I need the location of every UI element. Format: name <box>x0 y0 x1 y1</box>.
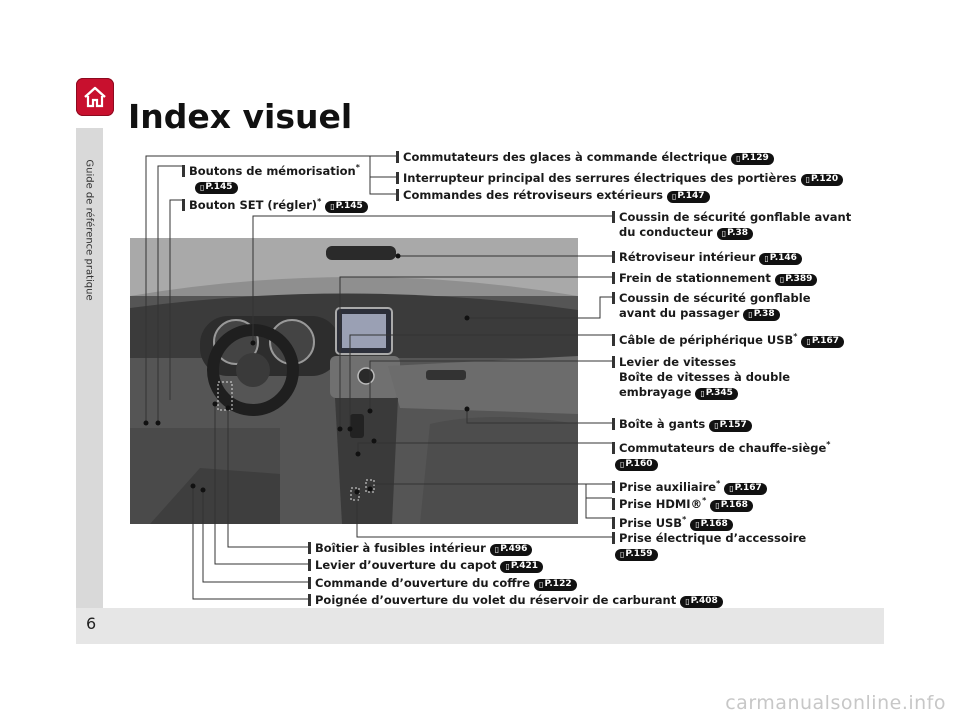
home-icon <box>84 86 106 108</box>
page-ref-icon: ▯ <box>539 580 544 589</box>
page-ref-icon: ▯ <box>700 389 705 398</box>
callout-usb-cable[interactable]: Câble de périphérique USB*▯P.167 <box>612 329 845 348</box>
page-ref-badge[interactable]: ▯P.147 <box>666 190 710 203</box>
page-ref-badge[interactable]: ▯P.145 <box>325 200 368 213</box>
callout-set-button[interactable]: Bouton SET (régler)*▯P.145 <box>182 194 368 213</box>
page-ref-icon: ▯ <box>620 550 625 559</box>
page-ref-badge[interactable]: ▯P.157 <box>709 419 752 432</box>
page-ref-badge[interactable]: ▯P.168 <box>690 518 733 531</box>
page-ref-badge[interactable]: ▯P.122 <box>534 578 577 591</box>
callout-fuse-box[interactable]: Boîtier à fusibles intérieur▯P.496 <box>308 541 533 556</box>
page-ref-badge[interactable]: ▯P.168 <box>710 499 753 512</box>
page-ref-badge[interactable]: ▯P.38 <box>743 308 780 321</box>
callout-seat-heater[interactable]: Commutateurs de chauffe-siège* ▯P.160 <box>612 437 830 471</box>
callout-rearview-mirror[interactable]: Rétroviseur intérieur▯P.146 <box>612 250 802 265</box>
callout-hdmi-jack[interactable]: Prise HDMI®*▯P.168 <box>612 493 753 512</box>
callout-passenger-airbag[interactable]: Coussin de sécurité gonflable avant du p… <box>612 291 811 321</box>
page-ref-icon: ▯ <box>736 154 741 163</box>
page-ref-icon: ▯ <box>805 175 810 184</box>
footer-bar <box>76 608 884 644</box>
callout-parking-brake[interactable]: Frein de stationnement▯P.389 <box>612 271 818 286</box>
page-ref-icon: ▯ <box>779 275 785 284</box>
callout-driver-airbag[interactable]: Coussin de sécurité gonflable avant du c… <box>612 210 851 240</box>
page-ref-badge[interactable]: ▯P.408 <box>680 595 723 608</box>
page-ref-icon: ▯ <box>671 192 677 201</box>
page-title: Index visuel <box>128 97 353 136</box>
sidebar <box>76 128 103 608</box>
page-ref-icon: ▯ <box>764 254 769 263</box>
watermark: carmanualsonline.info <box>725 692 946 714</box>
page-ref-icon: ▯ <box>729 484 734 493</box>
page-ref-icon: ▯ <box>494 545 500 554</box>
page-ref-icon: ▯ <box>721 229 727 238</box>
page-ref-badge[interactable]: ▯P.129 <box>731 152 774 165</box>
page-ref-icon: ▯ <box>714 421 719 430</box>
page-ref-badge[interactable]: ▯P.120 <box>800 173 844 186</box>
page-ref-icon: ▯ <box>806 337 811 346</box>
callout-accessory-socket[interactable]: Prise électrique d’accessoire ▯P.159 <box>612 531 806 561</box>
page-ref-icon: ▯ <box>620 460 625 469</box>
page-ref-icon: ▯ <box>330 202 335 211</box>
page-ref-badge[interactable]: ▯P.345 <box>695 387 738 400</box>
callout-door-lock-switch[interactable]: Interrupteur principal des serrures élec… <box>396 171 844 186</box>
callout-memory-buttons[interactable]: Boutons de mémorisation* ▯P.145 <box>182 160 360 194</box>
page-ref-badge[interactable]: ▯P.146 <box>759 252 802 265</box>
callout-hood-release[interactable]: Levier d’ouverture du capot▯P.421 <box>308 558 544 573</box>
page-ref-badge[interactable]: ▯P.389 <box>774 273 818 286</box>
callout-window-switches[interactable]: Commutateurs des glaces à commande élect… <box>396 150 774 165</box>
callout-mirror-controls[interactable]: Commandes des rétroviseurs extérieurs▯P.… <box>396 188 710 203</box>
page-ref-icon: ▯ <box>505 562 510 571</box>
home-button[interactable] <box>76 78 114 116</box>
page-ref-icon: ▯ <box>748 310 753 319</box>
page-ref-icon: ▯ <box>695 520 700 529</box>
page-ref-icon: ▯ <box>685 597 690 606</box>
dashboard-photo <box>130 238 578 524</box>
page-ref-icon: ▯ <box>715 501 720 510</box>
page-ref-badge[interactable]: ▯P.167 <box>724 482 767 495</box>
page-ref-badge[interactable]: ▯P.38 <box>716 227 754 240</box>
callout-gear-lever[interactable]: Levier de vitesses Boîte de vitesses à d… <box>612 355 790 400</box>
callout-tick <box>182 165 185 177</box>
callout-usb-port[interactable]: Prise USB*▯P.168 <box>612 512 733 531</box>
callout-aux-jack[interactable]: Prise auxiliaire*▯P.167 <box>612 476 767 495</box>
callout-fuel-door-release[interactable]: Poignée d’ouverture du volet du réservoi… <box>308 593 723 608</box>
page-ref-badge[interactable]: ▯P.421 <box>500 560 544 573</box>
page-ref-badge[interactable]: ▯P.496 <box>489 543 533 556</box>
page-ref-icon: ▯ <box>200 183 205 192</box>
page-ref-badge[interactable]: ▯P.145 <box>195 181 238 194</box>
callout-glove-box[interactable]: Boîte à gants▯P.157 <box>612 417 752 432</box>
page-ref-badge[interactable]: ▯P.159 <box>615 548 658 561</box>
page-ref-badge[interactable]: ▯P.160 <box>615 458 658 471</box>
page-number: 6 <box>86 614 97 633</box>
page-ref-badge[interactable]: ▯P.167 <box>801 335 845 348</box>
callout-trunk-release[interactable]: Commande d’ouverture du coffre▯P.122 <box>308 576 577 591</box>
